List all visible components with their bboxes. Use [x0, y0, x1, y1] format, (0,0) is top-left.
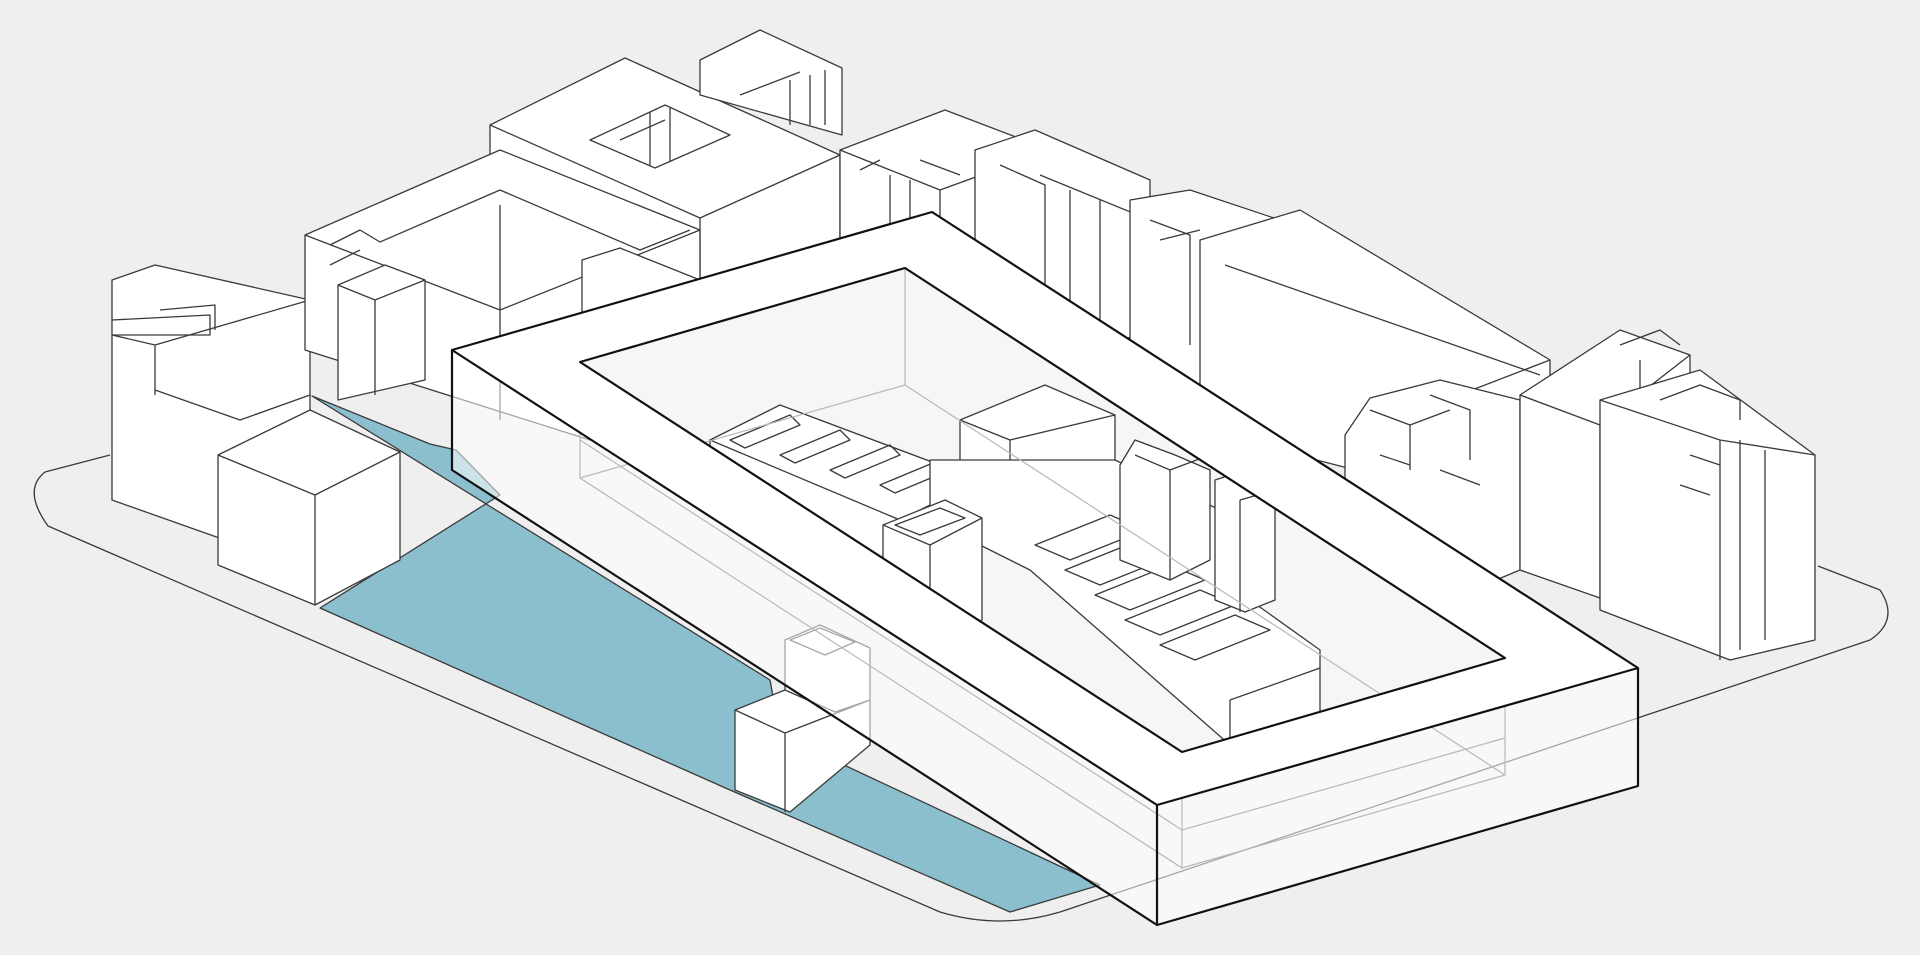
- ring-building: [450, 210, 1640, 927]
- site-plate: [33, 454, 1889, 922]
- terraced-stair-volume: [709, 384, 1321, 813]
- context-buildings-right: [1344, 329, 1816, 661]
